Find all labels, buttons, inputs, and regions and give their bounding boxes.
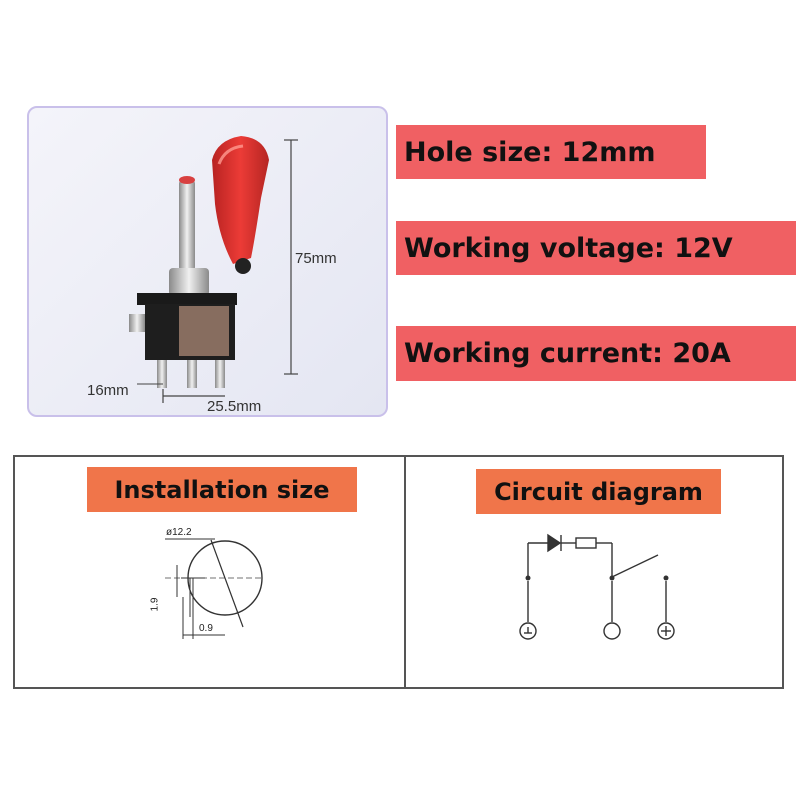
diameter-label: ø12.2 bbox=[166, 527, 192, 538]
product-photo: 75mm 16mm 25.5mm bbox=[27, 106, 388, 417]
installation-title: Installation size bbox=[87, 467, 357, 512]
flat-label: 1.9 bbox=[149, 597, 161, 612]
height-label: 75mm bbox=[295, 250, 337, 267]
installation-drawing bbox=[165, 538, 263, 639]
circuit-title: Circuit diagram bbox=[476, 469, 721, 514]
depth-label: 16mm bbox=[87, 382, 129, 399]
circuit-panel: Circuit diagram bbox=[404, 455, 784, 689]
circuit-schematic bbox=[519, 533, 675, 640]
mounting-nut bbox=[169, 268, 209, 296]
offset-label: 0.9 bbox=[199, 623, 213, 634]
toggle-switch-illustration bbox=[129, 136, 298, 403]
installation-panel: Installation size ø12.2 1.9 0.9 bbox=[13, 455, 406, 689]
spec-working-voltage: Working voltage: 12V bbox=[396, 221, 796, 275]
width-label: 25.5mm bbox=[207, 398, 262, 415]
safety-cover bbox=[212, 136, 269, 264]
lever bbox=[179, 178, 195, 273]
spec-hole-size: Hole size: 12mm bbox=[396, 125, 706, 179]
spec-working-current: Working current: 20A bbox=[396, 326, 796, 381]
